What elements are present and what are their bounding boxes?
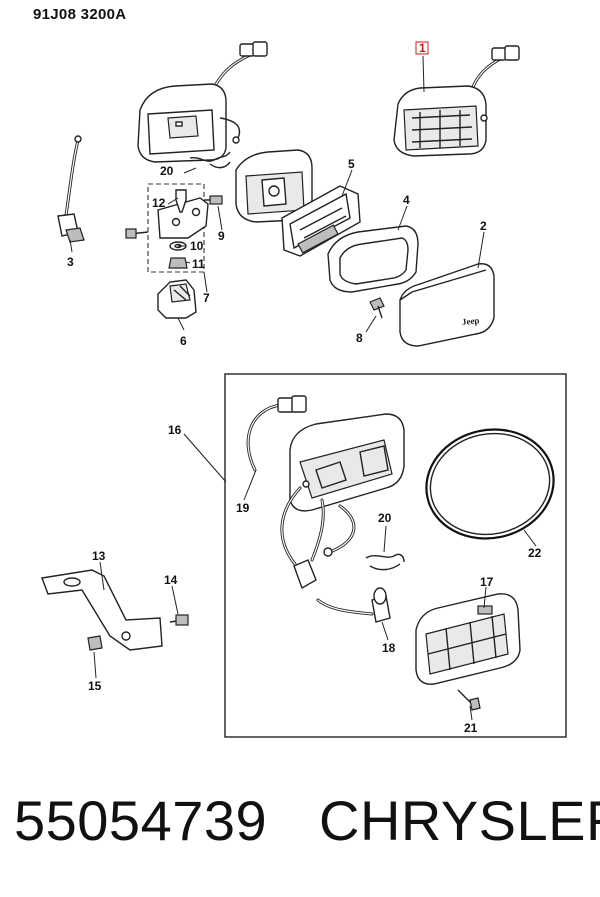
retaining-clip-lower xyxy=(365,553,405,571)
callout-1-box xyxy=(415,41,429,55)
fog-lamp-assembly xyxy=(393,45,520,157)
lens-17 xyxy=(415,593,521,685)
cover-logo-text: Jeep xyxy=(461,315,479,327)
leader-lines xyxy=(69,55,537,721)
callout-2: 2 xyxy=(480,219,487,233)
callout-18: 18 xyxy=(382,641,396,655)
rubber-mount xyxy=(157,279,197,319)
oring-gasket xyxy=(425,428,555,540)
bulb-socket-18 xyxy=(371,587,391,623)
housing-assembly-rear xyxy=(137,41,268,163)
callout-8: 8 xyxy=(356,331,363,345)
lens-insert xyxy=(281,185,361,257)
callout-22: 22 xyxy=(528,546,542,560)
callout-9: 9 xyxy=(218,229,225,243)
screw-8 xyxy=(369,297,385,319)
gasket-ring xyxy=(327,225,419,293)
callout-numbers: 1 2 3 4 5 6 7 8 9 10 11 12 13 14 15 16 1… xyxy=(67,41,542,735)
callout-1: 1 xyxy=(419,41,426,55)
callout-4: 4 xyxy=(403,193,410,207)
callout-10: 10 xyxy=(190,239,204,253)
mounting-bracket-group xyxy=(125,183,223,273)
brand-name: CHRYSLER xyxy=(319,789,600,852)
reflector-shell xyxy=(235,149,313,223)
callout-20-top: 20 xyxy=(160,164,174,178)
diagram-code: 91J08 3200A xyxy=(33,6,127,23)
callout-3: 3 xyxy=(67,255,74,269)
callout-15: 15 xyxy=(88,679,102,693)
callout-16: 16 xyxy=(168,423,182,437)
callout-17: 17 xyxy=(480,575,494,589)
callout-19: 19 xyxy=(236,501,250,515)
exploded-parts-diagram: Jeep xyxy=(41,41,567,738)
callout-13: 13 xyxy=(92,549,106,563)
callout-7: 7 xyxy=(203,291,210,305)
callout-14: 14 xyxy=(164,573,178,587)
callout-20-lower: 20 xyxy=(378,511,392,525)
bulb-socket-wire xyxy=(57,135,85,243)
part-number: 55054739 xyxy=(14,789,268,852)
lamp-cover: Jeep xyxy=(399,263,495,347)
mounting-bracket-13 xyxy=(41,569,189,651)
callout-11: 11 xyxy=(192,257,205,271)
callout-6: 6 xyxy=(180,334,187,348)
screw-21 xyxy=(457,689,481,711)
lamp-housing-16 xyxy=(246,395,405,616)
detail-box-frame xyxy=(224,373,567,738)
callout-5: 5 xyxy=(348,157,355,171)
callout-21: 21 xyxy=(464,721,478,735)
callout-12: 12 xyxy=(152,196,166,210)
retaining-clip xyxy=(189,151,231,169)
